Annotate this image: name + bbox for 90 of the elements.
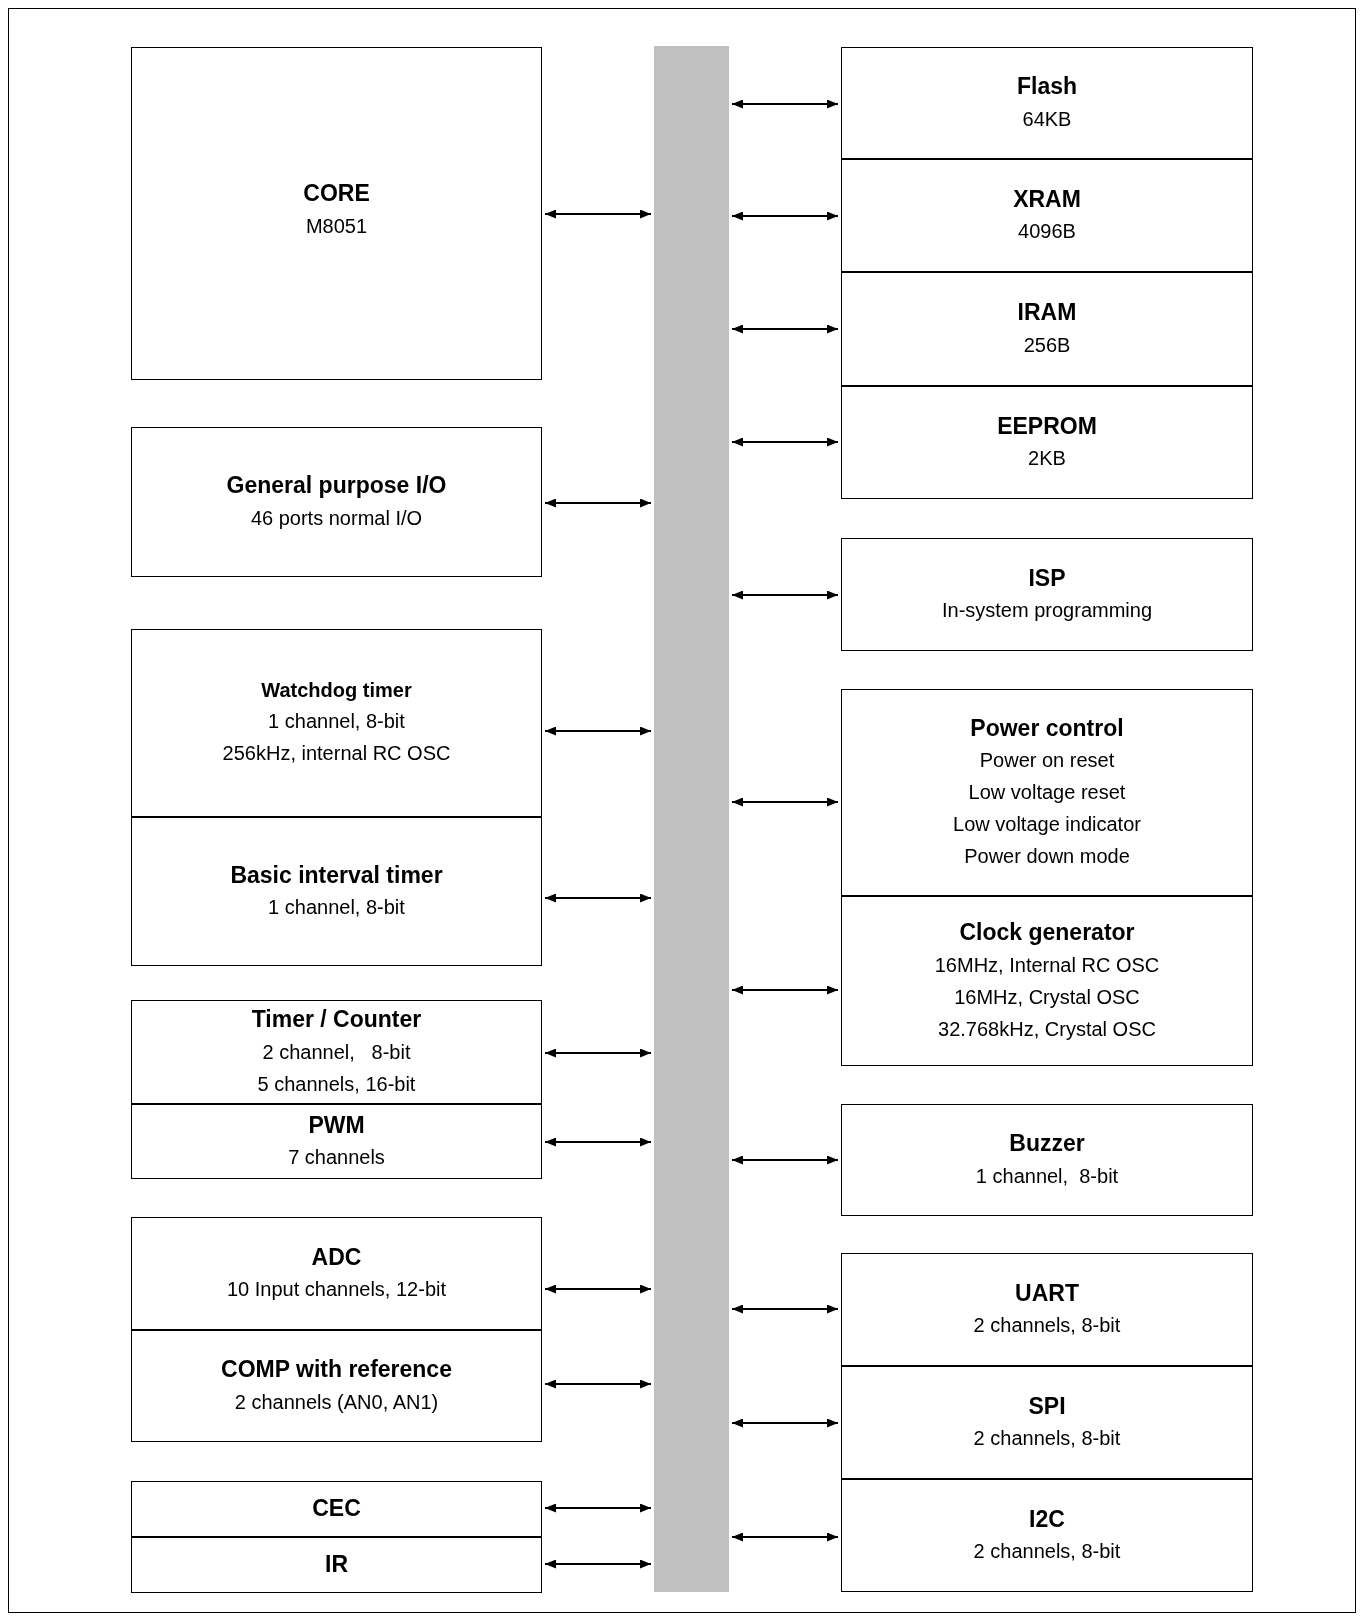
block-detail: 5 channels, 16-bit	[257, 1071, 416, 1097]
block-box	[131, 1104, 542, 1179]
double-arrow	[731, 797, 839, 807]
block-detail: 64KB	[1022, 106, 1072, 132]
double-arrow	[544, 893, 652, 903]
double-arrow	[731, 324, 839, 334]
double-arrow	[544, 1379, 652, 1389]
block-box	[841, 272, 1253, 386]
block-detail: Low voltage indicator	[953, 812, 1141, 838]
block-detail: 46 ports normal I/O	[250, 505, 423, 531]
block-detail: 1 channel, 8-bit	[975, 1163, 1119, 1189]
block-detail: Low voltage reset	[968, 780, 1126, 806]
block-detail: 2KB	[1028, 446, 1066, 472]
block-detail: 16MHz, Internal RC OSC	[934, 952, 1160, 978]
block-title: IRAM	[1017, 298, 1077, 328]
block-detail: 1 channel, 8-bit	[268, 895, 405, 921]
block-box	[841, 1104, 1253, 1216]
block-title: CEC	[312, 1494, 361, 1524]
block-detail: 2 channels (AN0, AN1)	[234, 1389, 439, 1415]
block-detail: 256B	[1023, 332, 1071, 358]
block-box	[841, 1479, 1253, 1592]
block-box	[131, 47, 542, 380]
block-title: I2C	[1029, 1504, 1065, 1534]
block-title: EEPROM	[997, 411, 1097, 441]
block-box	[131, 629, 542, 817]
block-box	[131, 1330, 542, 1442]
block-title: UART	[1015, 1278, 1079, 1308]
double-arrow	[544, 1559, 652, 1569]
block-title: ADC	[311, 1242, 362, 1272]
block-detail: 1 channel, 8-bit	[268, 708, 405, 734]
block-detail: Power down mode	[964, 844, 1130, 870]
bus-bar	[654, 46, 729, 1592]
double-arrow	[731, 1304, 839, 1314]
double-arrow	[731, 985, 839, 995]
block-detail: 32.768kHz, Crystal OSC	[938, 1016, 1156, 1042]
block-detail: 2 channels, 8-bit	[973, 1539, 1121, 1565]
block-box	[131, 427, 542, 577]
block-detail: 4096B	[1018, 219, 1076, 245]
block-title: PWM	[308, 1110, 365, 1140]
block-detail: 16MHz, Crystal OSC	[954, 984, 1140, 1010]
block-detail: 10 Input channels, 12-bit	[226, 1277, 446, 1303]
block-box	[131, 1217, 542, 1330]
block-detail: 2 channels, 8-bit	[973, 1426, 1121, 1452]
double-arrow	[731, 211, 839, 221]
block-title: Basic interval timer	[230, 860, 443, 890]
block-box	[841, 1366, 1253, 1479]
block-title: Flash	[1016, 72, 1078, 102]
block-detail: 2 channel, 8-bit	[262, 1039, 411, 1065]
block-title: SPI	[1028, 1391, 1066, 1421]
block-box	[841, 386, 1253, 499]
double-arrow	[731, 1532, 839, 1542]
block-title: Timer / Counter	[251, 1005, 422, 1035]
block-title: ISP	[1028, 563, 1066, 593]
block-title: CORE	[303, 179, 370, 208]
block-title: IR	[325, 1550, 348, 1580]
block-box	[131, 817, 542, 966]
double-arrow	[731, 1155, 839, 1165]
block-box	[841, 689, 1253, 896]
block-detail: In-system programming	[941, 598, 1153, 624]
block-title: Watchdog timer	[261, 678, 412, 704]
block-box	[131, 1537, 542, 1593]
double-arrow	[731, 99, 839, 109]
block-detail: 256kHz, internal RC OSC	[222, 740, 451, 766]
block-title: Buzzer	[1009, 1129, 1085, 1159]
double-arrow	[544, 1137, 652, 1147]
block-box	[841, 1253, 1253, 1366]
double-arrow	[544, 1284, 652, 1294]
double-arrow	[544, 498, 652, 508]
double-arrow	[544, 726, 652, 736]
block-detail: Power on reset	[979, 748, 1115, 774]
block-detail: 7 channels	[288, 1145, 385, 1171]
block-box	[841, 896, 1253, 1066]
double-arrow	[731, 590, 839, 600]
block-title: General purpose I/O	[226, 471, 447, 501]
block-box	[841, 47, 1253, 159]
double-arrow	[544, 209, 652, 219]
double-arrow	[544, 1048, 652, 1058]
block-box	[131, 1481, 542, 1537]
block-box	[841, 159, 1253, 272]
block-title: Power control	[970, 713, 1124, 743]
block-detail: 2 channels, 8-bit	[973, 1313, 1121, 1339]
block-detail: M8051	[305, 213, 368, 239]
double-arrow	[544, 1503, 652, 1513]
double-arrow	[731, 1418, 839, 1428]
block-title: XRAM	[1013, 184, 1081, 214]
block-title: Clock generator	[959, 918, 1135, 948]
double-arrow	[731, 437, 839, 447]
block-box	[131, 1000, 542, 1104]
block-box	[841, 538, 1253, 651]
block-title: COMP with reference	[221, 1355, 452, 1385]
